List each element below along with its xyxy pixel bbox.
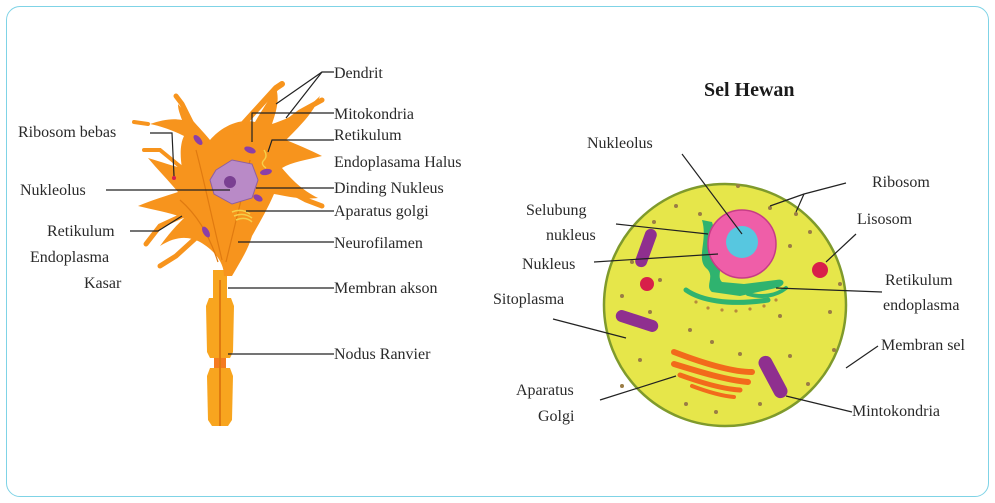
cell-lysosome — [640, 277, 654, 291]
label-retikulum-kasar-1: Retikulum — [47, 223, 115, 240]
label-retikulum-kasar-3: Kasar — [84, 275, 122, 292]
cell-lysosome — [812, 262, 828, 278]
neuron-free-ribosome — [172, 176, 176, 180]
label-retikulum-1: Retikulum — [885, 272, 953, 289]
label-dendrit: Dendrit — [334, 65, 383, 82]
label-aparatus-golgi-neuron: Aparatus golgi — [334, 203, 429, 220]
leader-membran-sel — [846, 346, 878, 368]
label-retikulum-2: endoplasma — [883, 297, 959, 314]
cell-title: Sel Hewan — [704, 79, 795, 101]
label-membran-sel: Membran sel — [881, 337, 966, 354]
label-retikulum-kasar-2: Endoplasma — [30, 249, 109, 266]
label-aparatus-2: Golgi — [538, 408, 575, 425]
label-sitoplasma: Sitoplasma — [493, 291, 564, 308]
neuron-nucleolus — [224, 176, 236, 188]
neuron: Dendrit Mitokondria Retikulum Endoplasam… — [18, 65, 462, 426]
label-lisosom: Lisosom — [857, 211, 913, 228]
label-ribosom: Ribosom — [872, 174, 930, 191]
label-dinding-nukleus: Dinding Nukleus — [334, 180, 444, 197]
label-mintokondria: Mintokondria — [852, 403, 940, 420]
label-ribosom-bebas: Ribosom bebas — [18, 124, 116, 141]
label-nukleus: Nukleus — [522, 256, 575, 273]
dendrite-branch — [134, 122, 148, 124]
label-nodus-ranvier: Nodus Ranvier — [334, 346, 431, 363]
label-membran-akson: Membran akson — [334, 280, 438, 297]
label-mitokondria: Mitokondria — [334, 106, 414, 123]
label-nukleolus-neuron: Nukleolus — [20, 182, 86, 199]
leader-ribosom-1 — [770, 183, 846, 206]
label-aparatus-1: Aparatus — [516, 382, 574, 399]
cell-nucleolus — [726, 226, 758, 258]
label-cell-nukleolus: Nukleolus — [587, 135, 653, 152]
label-selubung-2: nukleus — [546, 227, 596, 244]
label-retikulum-halus-2: Endoplasama Halus — [334, 154, 462, 171]
label-selubung-1: Selubung — [526, 202, 586, 219]
leader-dendrit-1 — [276, 72, 334, 104]
label-retikulum-halus-1: Retikulum — [334, 127, 402, 144]
animal-cell: Sel Hewan — [493, 79, 966, 426]
label-neurofilamen: Neurofilamen — [334, 235, 423, 252]
